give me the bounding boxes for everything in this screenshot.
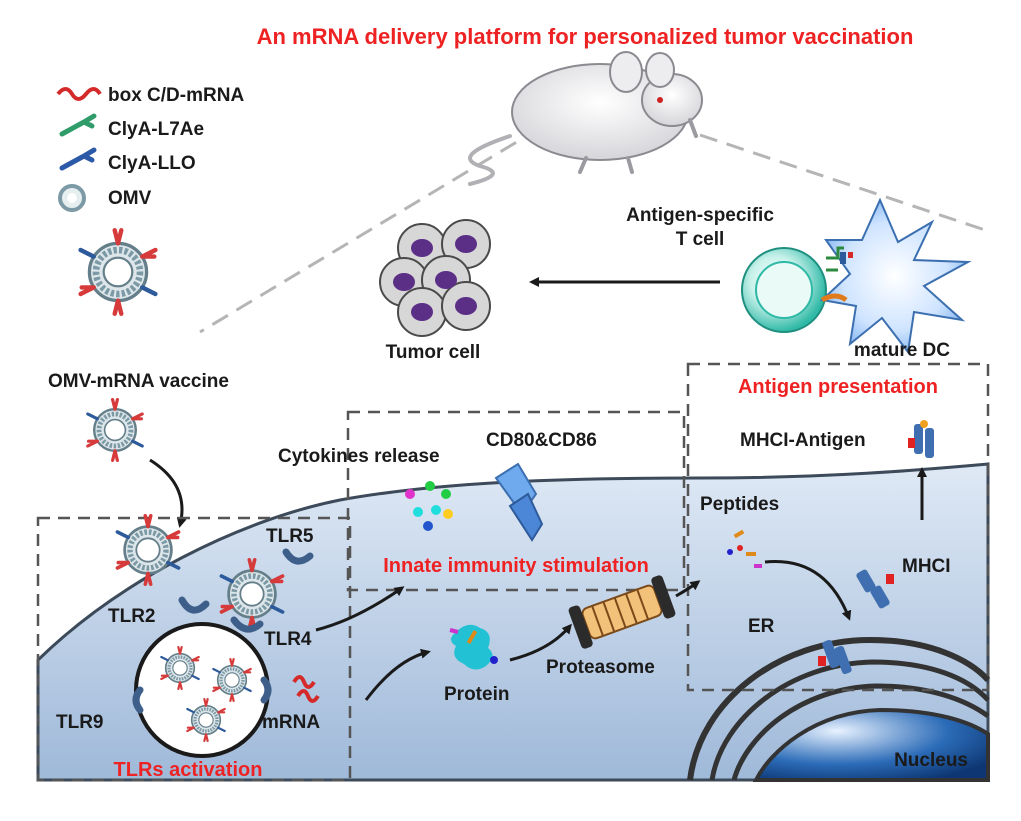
legend-label-clya-l7ae: ClyA-L7Ae bbox=[108, 119, 204, 140]
arrow-protein-to-proteasome bbox=[509, 623, 572, 662]
tlrs-activation-label: TLRs activation bbox=[114, 759, 263, 781]
legend-label-clya-llo: ClyA-LLO bbox=[108, 153, 196, 174]
perspective-line-left bbox=[199, 126, 541, 334]
omv-particle-large bbox=[81, 230, 156, 314]
legend-label-omv: OMV bbox=[108, 188, 152, 209]
cytokine-particles-icon bbox=[405, 481, 453, 531]
antigen-presentation-box bbox=[686, 362, 990, 692]
red-wave-mrna-icon bbox=[56, 87, 102, 101]
mrna-strand-icon bbox=[292, 675, 320, 703]
mrna-label: mRNA bbox=[262, 712, 320, 733]
arrow-proteasome-to-peptides bbox=[675, 580, 701, 598]
t-cell bbox=[741, 247, 827, 333]
mhci-molecule-icon bbox=[856, 569, 894, 609]
legend: box C/D-mRNA ClyA-L7Ae ClyA-LLO OMV bbox=[56, 85, 244, 212]
tlr5-label: TLR5 bbox=[266, 526, 314, 547]
legend-label-mrna: box C/D-mRNA bbox=[108, 85, 244, 106]
proteasome-label: Proteasome bbox=[546, 657, 655, 678]
proteasome-icon bbox=[568, 575, 676, 649]
peptides-label: Peptides bbox=[700, 494, 779, 515]
tlr4-receptor-icon bbox=[230, 616, 264, 633]
perspective-line-right bbox=[699, 133, 986, 232]
omv-particle-vaccine bbox=[88, 400, 142, 461]
tlr9-receptor-left-icon bbox=[132, 686, 144, 714]
arrow-tlr-to-innate bbox=[315, 586, 405, 632]
er-mhc-complex-icon bbox=[818, 639, 852, 675]
mhci-label: MHCI bbox=[902, 556, 951, 577]
innate-immunity-box bbox=[346, 410, 686, 592]
protein-icon bbox=[449, 624, 498, 670]
nucleus-region bbox=[687, 636, 991, 782]
mhci-antigen-complex-icon bbox=[908, 420, 934, 458]
tlr4-label: TLR4 bbox=[264, 629, 312, 650]
green-fork-protein-icon bbox=[59, 113, 97, 137]
mature-dendritic-cell bbox=[819, 197, 972, 355]
antigen-presentation-label: Antigen presentation bbox=[738, 376, 938, 398]
tlrs-activation-box bbox=[36, 516, 352, 782]
t-cell-label-line2: T cell bbox=[676, 229, 725, 250]
arrow-peptides-to-er bbox=[764, 559, 852, 621]
er-label: ER bbox=[748, 616, 775, 637]
tumor-cell-cluster bbox=[379, 219, 491, 337]
mhci-antigen-label: MHCI-Antigen bbox=[740, 430, 866, 451]
tlr2-receptor-icon bbox=[178, 596, 210, 614]
arrow-mrna-to-protein bbox=[364, 648, 431, 701]
t-cell-label-line1: Antigen-specific bbox=[626, 205, 774, 226]
mature-dc-label: mature DC bbox=[854, 340, 950, 361]
tlr9-label: TLR9 bbox=[56, 712, 104, 733]
tumor-cell-label: Tumor cell bbox=[386, 342, 481, 363]
cytokines-release-label: Cytokines release bbox=[278, 446, 440, 467]
mouse-illustration bbox=[468, 51, 703, 186]
nucleus-label: Nucleus bbox=[894, 750, 968, 771]
omv-vaccine-label: OMV-mRNA vaccine bbox=[48, 371, 229, 392]
omv-ring-icon bbox=[58, 184, 86, 212]
arrow-vaccine-to-cell bbox=[149, 458, 187, 528]
tlr2-label: TLR2 bbox=[108, 606, 156, 627]
innate-immunity-label: Innate immunity stimulation bbox=[383, 555, 649, 577]
protein-label: Protein bbox=[444, 684, 509, 705]
page-title: An mRNA delivery platform for personaliz… bbox=[257, 24, 914, 49]
blue-fork-protein-icon bbox=[59, 147, 97, 171]
peptide-fragments-icon bbox=[727, 529, 762, 568]
tlr5-receptor-icon bbox=[282, 548, 314, 565]
cd80-cd86-label: CD80&CD86 bbox=[486, 430, 597, 451]
cd80-cd86-receptor-icon bbox=[494, 462, 544, 542]
tlr9-receptor-right-icon bbox=[260, 676, 272, 704]
